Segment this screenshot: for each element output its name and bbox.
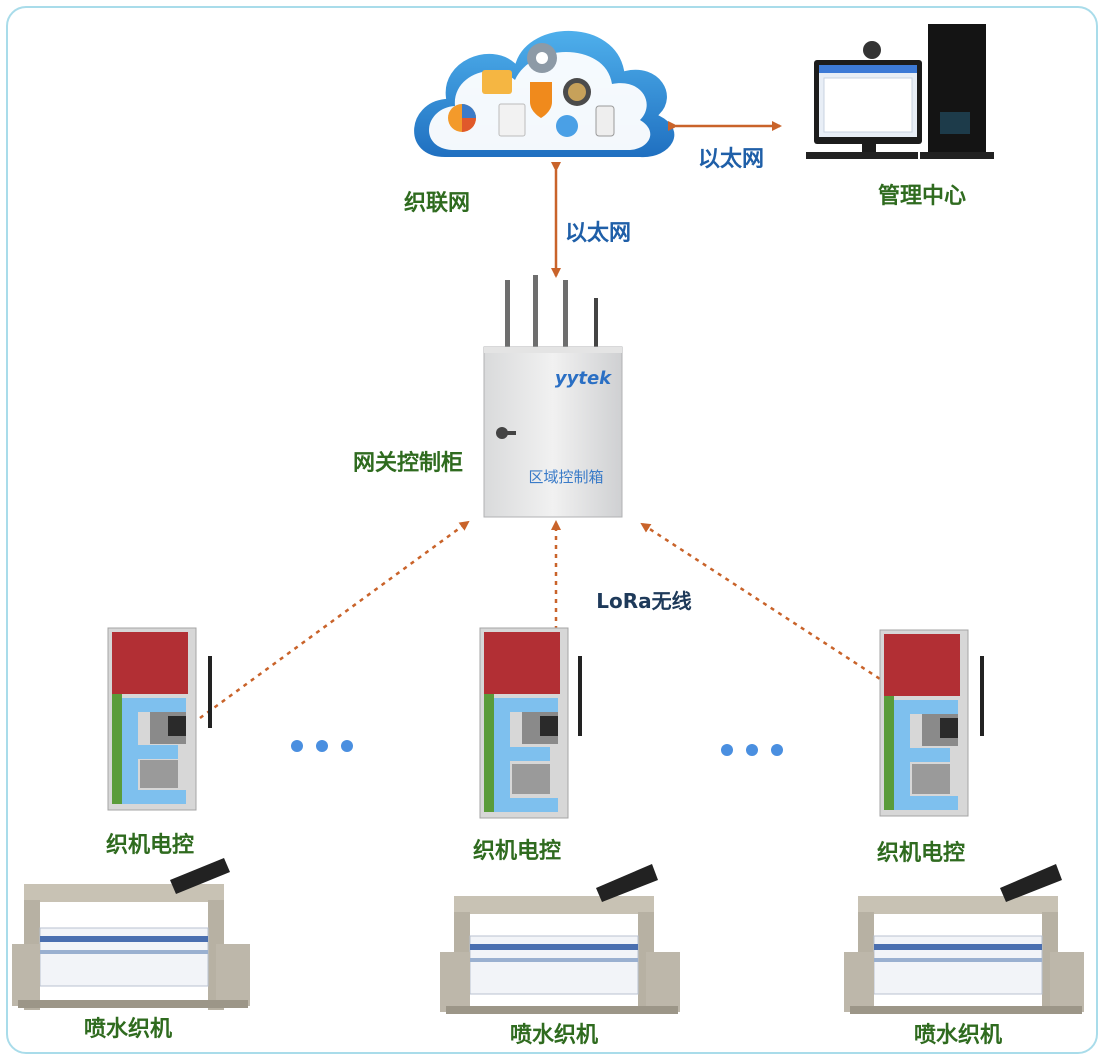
- loom-label: 喷水织机: [914, 1022, 1002, 1048]
- water-jet-loom: [12, 858, 250, 1010]
- folder-icon: [482, 70, 512, 94]
- cloud-icon: [412, 29, 677, 160]
- globe-icon: [556, 115, 578, 137]
- gear-icon: [527, 43, 557, 73]
- document-icon: [498, 103, 526, 137]
- cabinet-front-text: 区域控制箱: [528, 468, 603, 486]
- phone-icon: [595, 105, 615, 137]
- water-jet-loom: [844, 864, 1084, 1014]
- management-center-label: 管理中心: [878, 183, 966, 209]
- controller-label: 织机电控: [106, 832, 194, 858]
- ethernet-label-vertical: 以太网: [565, 221, 631, 246]
- lock-icon: [496, 427, 516, 439]
- controller-label: 织机电控: [877, 840, 965, 866]
- ethernet-label-horizontal: 以太网: [698, 147, 764, 172]
- loom-label: 喷水织机: [510, 1022, 598, 1048]
- antenna: [533, 275, 538, 348]
- ellipsis-right: [721, 744, 783, 756]
- gauge-icon: [563, 78, 591, 106]
- cloud-label: 织联网: [404, 190, 470, 216]
- gateway-cabinet-label: 网关控制柜: [353, 450, 463, 476]
- diagram-frame: [6, 6, 1098, 1054]
- ellipsis-left: [291, 740, 353, 752]
- computer-icon: [806, 24, 994, 159]
- antenna: [505, 280, 510, 348]
- loom-controller: [479, 627, 582, 819]
- antenna: [594, 298, 598, 348]
- loom-label: 喷水织机: [84, 1016, 172, 1042]
- antenna: [563, 280, 568, 348]
- lora-label: LoRa无线: [596, 589, 691, 613]
- cabinet-brand: yytek: [555, 368, 612, 389]
- controller-label: 织机电控: [473, 838, 561, 864]
- loom-controller: [879, 629, 984, 817]
- water-jet-loom: [440, 864, 680, 1014]
- pie-chart-icon: [448, 104, 476, 132]
- loom-controller: [107, 627, 212, 811]
- lora-link-left: [199, 520, 470, 720]
- gateway-cabinet: yytek 区域控制箱: [483, 275, 623, 518]
- shield-icon: [530, 82, 552, 118]
